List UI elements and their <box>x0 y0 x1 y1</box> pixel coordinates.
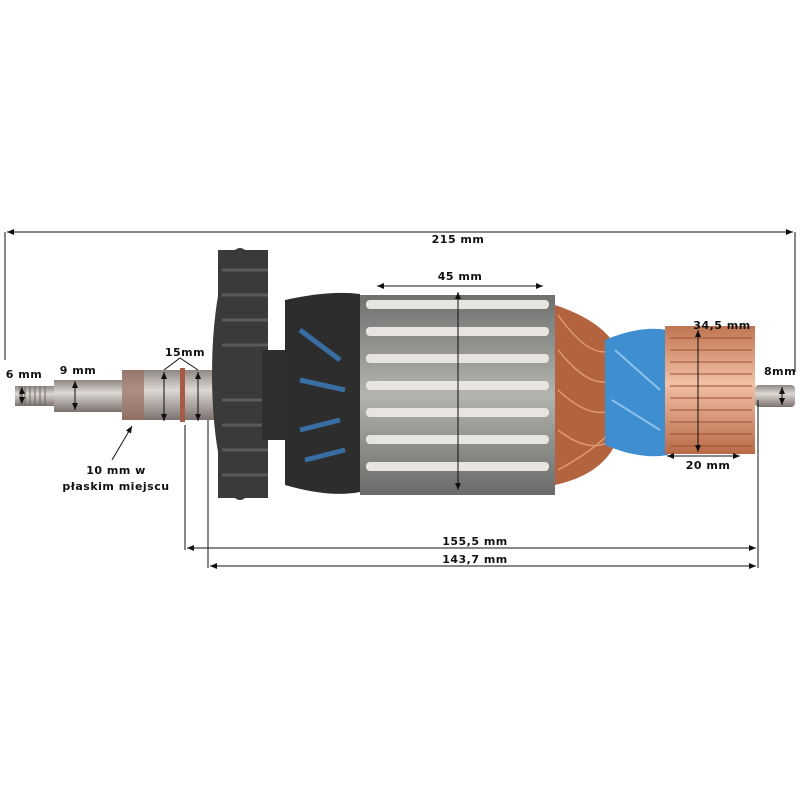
shaft-label: 9 mm <box>60 364 96 377</box>
windings <box>555 305 668 485</box>
length-b-label: 143,7 mm <box>442 553 508 566</box>
dimension-lines <box>4 229 796 569</box>
length-a-label: 155,5 mm <box>442 535 508 548</box>
commutator-length-label: 20 mm <box>686 459 731 472</box>
flat-label-line2: płaskim miejscu <box>62 480 169 493</box>
thread-label: 6 mm <box>6 368 42 381</box>
commutator <box>665 326 755 454</box>
bearing-seat-label: 15mm <box>165 346 205 359</box>
core-length-label: 45 mm <box>438 270 483 283</box>
end-shaft-label: 8mm <box>764 365 796 378</box>
commutator-diameter-label: 34,5 mm <box>693 319 750 332</box>
fan <box>212 248 360 500</box>
total-length-label: 215 mm <box>432 233 485 246</box>
flat-label-line1: 10 mm w <box>86 464 146 477</box>
